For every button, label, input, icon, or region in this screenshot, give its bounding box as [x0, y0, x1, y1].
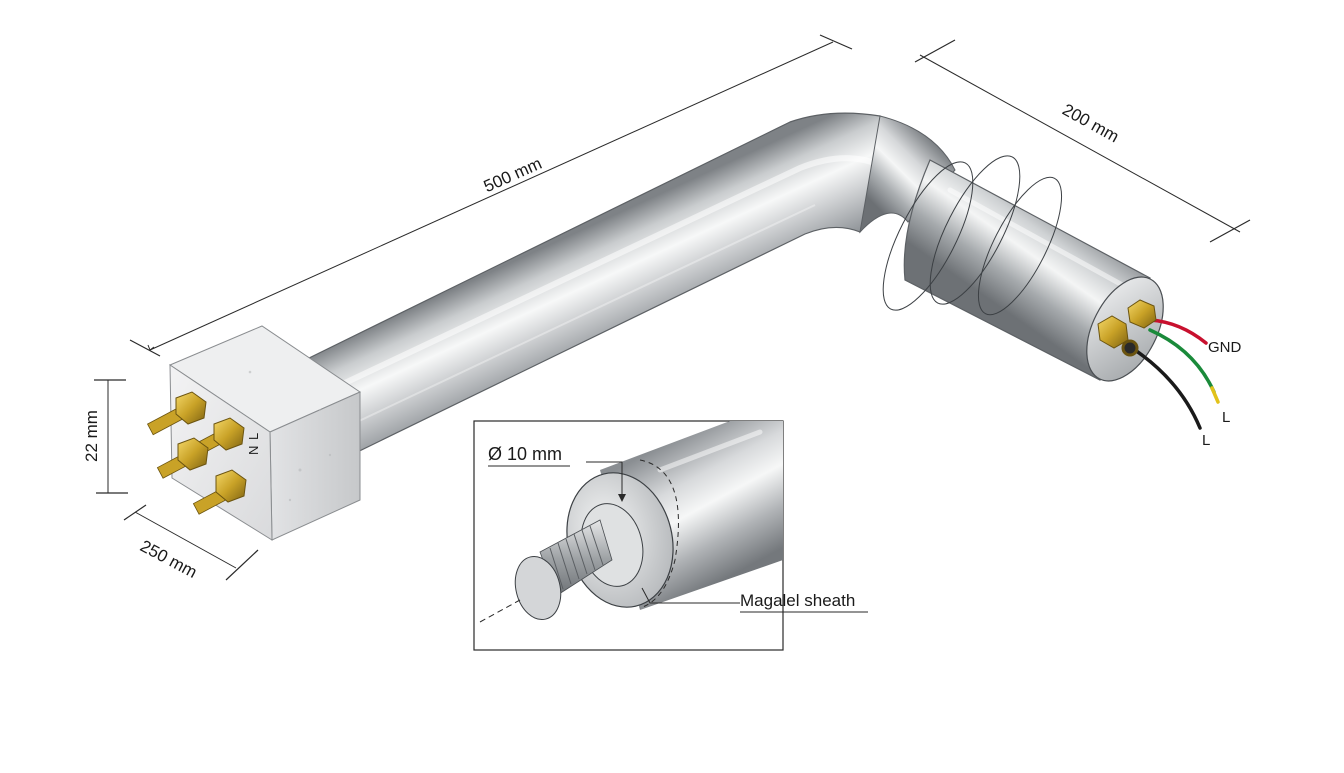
terminal-block: L N: [146, 325, 362, 541]
terminal-mark-n: N: [246, 446, 261, 455]
wire-green: [1148, 328, 1216, 394]
tube-straight-section: [304, 112, 917, 459]
dimension-22mm-label: 22 mm: [82, 410, 101, 462]
cable-glands: [1097, 299, 1157, 357]
dimension-500mm-label: 500 mm: [481, 154, 545, 196]
terminal-bolt-4: [192, 469, 247, 515]
heating-coil-rings: [882, 155, 1063, 316]
detail-diameter-label: Ø 10 mm: [488, 444, 562, 464]
wire-label-gnd: GND: [1208, 339, 1242, 356]
detail-sheath-label: Magalel sheath: [740, 591, 855, 610]
tube-sleeve-section: [903, 159, 1151, 381]
dimension-200mm-label: 200 mm: [1059, 100, 1122, 146]
detail-inset: Ø 10 mm Magalel sheath: [473, 420, 868, 651]
terminal-bolt-1: [146, 391, 207, 436]
terminal-mark-l: L: [246, 433, 261, 440]
wire-label-l-2: L: [1202, 432, 1210, 449]
dimension-22mm: 22 mm: [82, 379, 128, 494]
terminal-bolt-3: [156, 437, 209, 479]
heater-tube: [304, 112, 1164, 459]
wire-label-l-1: L: [1222, 409, 1230, 426]
wire-black: [1130, 346, 1202, 430]
